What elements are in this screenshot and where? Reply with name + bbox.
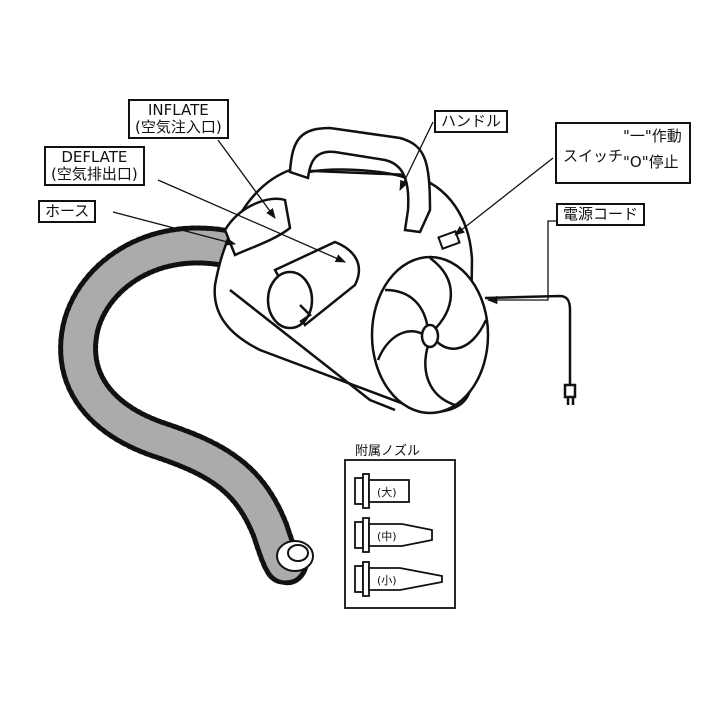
inflate-label-title: INFLATE — [148, 101, 209, 119]
deflate-port — [266, 240, 361, 330]
handle — [288, 126, 432, 234]
handle-label: ハンドル — [434, 110, 509, 133]
switch-prefix: スイッチ — [563, 147, 624, 165]
power-cord — [484, 294, 577, 405]
nozzle-medium-label: (中) — [377, 530, 397, 543]
switch-label: スイッチ "一"作動 "O"停止 — [555, 122, 691, 184]
handle-label-text: ハンドル — [441, 112, 502, 130]
deflate-label-title: DEFLATE — [61, 148, 128, 166]
inflate-label: INFLATE (空気注入口) — [128, 99, 229, 139]
deflate-label: DEFLATE (空気排出口) — [44, 146, 145, 186]
switch-on-text: "一"作動 — [623, 127, 682, 145]
nozzle-panel-title: 附属ノズル — [355, 444, 421, 459]
nozzle-small-label: (小) — [377, 574, 397, 587]
inflate-label-sub: (空気注入口) — [135, 118, 222, 136]
nozzle-large-label: (大) — [377, 486, 397, 499]
power-cord-label-text: 電源コード — [563, 205, 639, 223]
deflate-label-sub: (空気排出口) — [51, 165, 138, 183]
hose-label-text: ホース — [45, 202, 90, 220]
hose-end-connector — [276, 540, 314, 572]
fan — [370, 255, 490, 415]
hose-label: ホース — [38, 200, 97, 223]
power-cord-label: 電源コード — [556, 203, 646, 226]
leaders — [112, 121, 580, 305]
switch-off-text: "O"停止 — [623, 153, 679, 171]
nozzle-panel — [344, 459, 456, 609]
hose — [58, 225, 310, 586]
